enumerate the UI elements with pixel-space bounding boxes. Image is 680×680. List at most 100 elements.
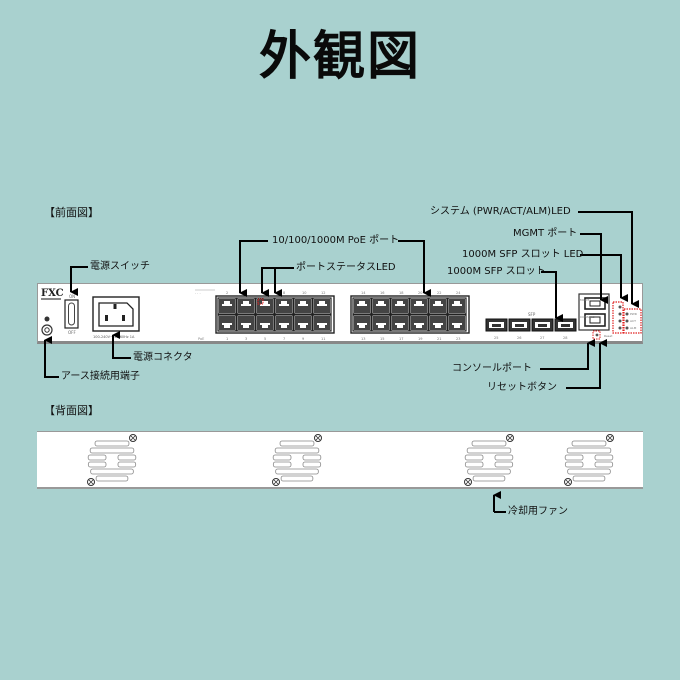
label-power-switch: 電源スイッチ bbox=[90, 261, 150, 272]
page-title: 外観図 bbox=[258, 27, 421, 87]
port-number-label: 21 bbox=[437, 337, 441, 341]
fan-grille bbox=[564, 434, 614, 486]
port-number-label: 3 bbox=[245, 337, 247, 341]
rj45-port bbox=[390, 314, 410, 332]
rear-panel bbox=[37, 431, 643, 489]
sfp-port-number: 27 bbox=[540, 336, 544, 340]
port-number-label: 17 bbox=[399, 337, 403, 341]
rj45-port bbox=[428, 297, 448, 315]
port-number-label: 10 bbox=[302, 291, 306, 295]
label-sfp-slot: 1000M SFP スロット bbox=[447, 266, 546, 277]
label-poe-port: 10/100/1000M PoE ポート bbox=[272, 235, 400, 246]
callout-line-mgmt bbox=[580, 233, 608, 304]
callout-line-system-led bbox=[578, 211, 639, 308]
callout-line-sfp-led bbox=[580, 254, 628, 302]
port-number-label: 5 bbox=[264, 337, 266, 341]
callout-line-reset bbox=[566, 339, 607, 389]
svg-text:ALM: ALM bbox=[630, 326, 637, 330]
rj45-port bbox=[371, 314, 391, 332]
label-reset-button: リセットボタン bbox=[487, 382, 557, 393]
svg-text:SFP: SFP bbox=[528, 312, 536, 317]
label-sfp-slot-led: 1000M SFP スロット LED bbox=[462, 249, 584, 260]
rj45-port bbox=[312, 297, 332, 315]
rj45-port bbox=[236, 314, 256, 332]
fan-grille bbox=[272, 434, 322, 486]
rj45-port bbox=[217, 297, 237, 315]
port-number-label: 19 bbox=[418, 337, 422, 341]
callout-line-led bbox=[261, 267, 294, 297]
svg-text:Reset: Reset bbox=[604, 334, 613, 338]
power-switch: ON OFF bbox=[64, 294, 79, 335]
mgmt-console-block: MGMT CONSOLE Reset bbox=[578, 293, 613, 340]
rj45-port bbox=[293, 297, 313, 315]
front-view-label: 【前面図】 bbox=[44, 206, 99, 219]
rj45-port bbox=[447, 297, 467, 315]
brand-underline bbox=[41, 298, 61, 300]
rj45-port bbox=[352, 314, 372, 332]
rj45-port bbox=[371, 297, 391, 315]
svg-text:· · ·: · · · bbox=[195, 292, 201, 296]
rj45-port bbox=[312, 314, 332, 332]
rj45-port bbox=[352, 297, 372, 315]
sfp-slot bbox=[531, 318, 554, 332]
callout-line-poe-2 bbox=[398, 240, 431, 297]
label-power-connector: 電源コネクタ bbox=[133, 352, 193, 363]
port-number-label: 12 bbox=[321, 291, 325, 295]
sfp-slot bbox=[554, 318, 577, 332]
rj45-port bbox=[409, 314, 429, 332]
reset-button bbox=[595, 333, 599, 337]
svg-text:PWR: PWR bbox=[630, 312, 637, 316]
label-console-port: コンソールポート bbox=[452, 363, 532, 374]
port-number-label: 7 bbox=[283, 337, 285, 341]
sfp-port-number: 25 bbox=[494, 336, 498, 340]
port-number-label: 20 bbox=[418, 291, 422, 295]
port-number-label: 22 bbox=[437, 291, 441, 295]
power-connector: 100-240V~ 50/60Hz 1A bbox=[92, 296, 140, 339]
port-number-label: 4 bbox=[245, 291, 248, 295]
port-number-label: 14 bbox=[361, 291, 366, 295]
fan-grille bbox=[464, 434, 514, 486]
label-port-status-led: ポートステータスLED bbox=[296, 262, 396, 273]
port-number-label: 9 bbox=[302, 337, 304, 341]
callout-line-console bbox=[540, 339, 595, 370]
label-cooling-fan: 冷却用ファン bbox=[508, 506, 568, 517]
sfp-slot bbox=[485, 318, 508, 332]
callout-line-poe bbox=[239, 240, 268, 297]
port-number-label: 15 bbox=[380, 337, 384, 341]
port-number-label: 16 bbox=[380, 291, 384, 295]
system-led-group: PWR ACT ALM bbox=[623, 308, 642, 334]
ground-terminal-icon bbox=[41, 316, 53, 336]
label-ground-terminal: アース接続用端子 bbox=[61, 371, 140, 382]
callout-line-sfp bbox=[541, 271, 563, 322]
rj45-port bbox=[409, 297, 429, 315]
brand-logo: FXC bbox=[41, 288, 64, 299]
svg-text:OFF: OFF bbox=[68, 330, 76, 335]
sfp-slot bbox=[508, 318, 531, 332]
rj45-port bbox=[390, 297, 410, 315]
sfp-port-number: 28 bbox=[563, 336, 567, 340]
port-number-label: 18 bbox=[399, 291, 403, 295]
port-number-label: 6 bbox=[264, 291, 266, 295]
rj45-port bbox=[293, 314, 313, 332]
svg-text:ON: ON bbox=[69, 294, 75, 299]
poe-port-block-2: 14 13 16 15 18 17 20 19 22 21 24 23 bbox=[350, 291, 470, 341]
sfp-port-number: 26 bbox=[517, 336, 521, 340]
port-number-label: 23 bbox=[456, 337, 460, 341]
svg-text:CONSOLE: CONSOLE bbox=[580, 315, 595, 319]
rj45-port bbox=[428, 314, 448, 332]
fan-grille bbox=[87, 434, 137, 486]
rj45-port bbox=[274, 297, 294, 315]
cooling-fans bbox=[87, 434, 614, 486]
callout-line-power-switch bbox=[70, 266, 88, 296]
label-mgmt-port: MGMT ポート bbox=[513, 228, 578, 239]
sfp-led-group bbox=[612, 301, 624, 334]
rj45-port bbox=[255, 297, 275, 315]
svg-text:MGMT: MGMT bbox=[580, 298, 590, 302]
port-number-label: 24 bbox=[456, 291, 461, 295]
port-number-label: 2 bbox=[226, 291, 228, 295]
rear-view-label: 【背面図】 bbox=[44, 404, 99, 417]
port-number-label: 13 bbox=[361, 337, 365, 341]
rj45-port bbox=[217, 314, 237, 332]
